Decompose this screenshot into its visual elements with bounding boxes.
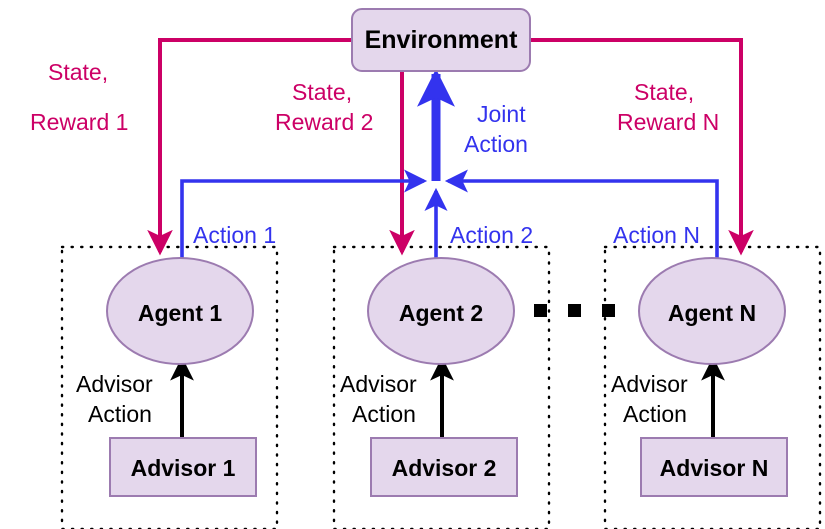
advisor-action-label-n-line1: Advisor [611,371,688,397]
agent-node-2[interactable] [367,257,515,365]
advisor-node-2[interactable] [370,437,518,497]
environment-node[interactable] [351,8,531,72]
advisor-action-label-1-line1: Advisor [76,371,153,397]
ellipsis-square-3 [602,304,615,317]
advisor-action-label-2-line1: Advisor [340,371,417,397]
action-label-1: Action 1 [193,222,276,248]
state-reward-path-1 [147,38,352,256]
agent-node-2-label: Agent 2 [399,300,483,326]
action-label-2: Action 2 [450,222,533,248]
group-box-agent-2 [332,245,551,529]
ellipsis-square-2 [568,304,581,317]
advisor-action-label-2-line2: Action [352,401,416,427]
agent-node-1[interactable] [106,257,254,365]
advisor-node-n[interactable] [640,437,788,497]
advisor-node-2-label: Advisor 2 [392,455,497,481]
state-reward-label-1-line2: Reward 1 [30,109,128,135]
state-reward-label-n-line1: State, [634,79,694,105]
advisor-action-label-1-line2: Action [88,401,152,427]
environment-node-label: Environment [365,26,518,54]
action-path-n [444,169,719,258]
joint-action-label-line2: Action [464,131,528,157]
advisor-node-n-label: Advisor N [660,455,769,481]
state-reward-label-1-line1: State, [48,59,108,85]
advisor-node-1[interactable] [109,437,257,497]
advisor-node-1-label: Advisor 1 [131,455,236,481]
agent-node-n[interactable] [638,257,786,365]
state-reward-label-2-line2: Reward 2 [275,109,373,135]
joint-action-label-line1: Joint [477,101,526,127]
state-reward-label-n-line2: Reward N [617,109,719,135]
action-label-n: Action N [613,222,700,248]
ellipsis-square-1 [534,304,547,317]
action-path-1 [180,169,428,258]
agent-node-n-label: Agent N [668,300,756,326]
group-box-agent-n [603,245,822,529]
state-reward-label-2-line1: State, [292,79,352,105]
agent-node-1-label: Agent 1 [138,300,223,326]
state-reward-path-n [530,38,754,256]
advisor-action-label-n-line2: Action [623,401,687,427]
